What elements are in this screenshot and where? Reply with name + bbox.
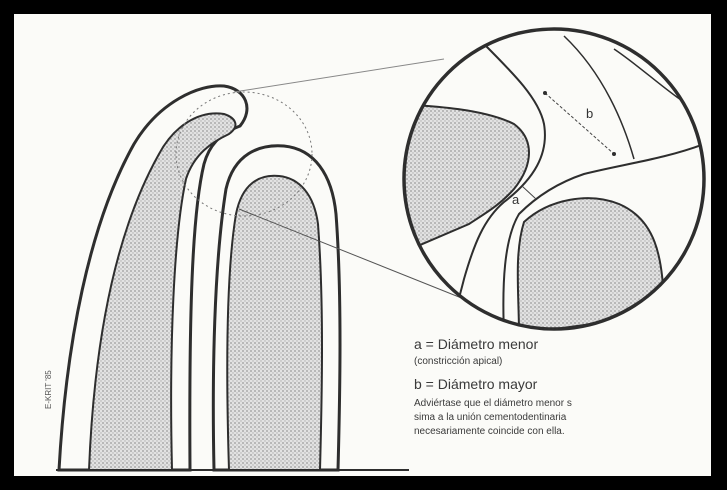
- zoom-line-top: [234, 59, 444, 92]
- legend-diameter-a-sub: (constricción apical): [414, 356, 502, 367]
- right-root-dentin: [227, 176, 322, 470]
- artist-signature: E-KRIT '85: [44, 370, 53, 409]
- note-line-1: Adviértase que el diámetro menor s: [414, 398, 572, 409]
- label-b: b: [586, 106, 593, 121]
- figure-frame: b a E-KRIT '85 a = Diámetro menor (const…: [14, 14, 711, 476]
- note-line-2: sima a la unión cementodentinaria: [414, 412, 566, 423]
- legend-diameter-b: b = Diámetro mayor: [414, 376, 537, 392]
- legend-diameter-a: a = Diámetro menor: [414, 336, 538, 352]
- root-apex-diagram: b a: [14, 14, 711, 476]
- magnified-detail: [399, 29, 704, 334]
- note-line-3: necesariamente coincide con ella.: [414, 426, 565, 437]
- label-a: a: [512, 192, 520, 207]
